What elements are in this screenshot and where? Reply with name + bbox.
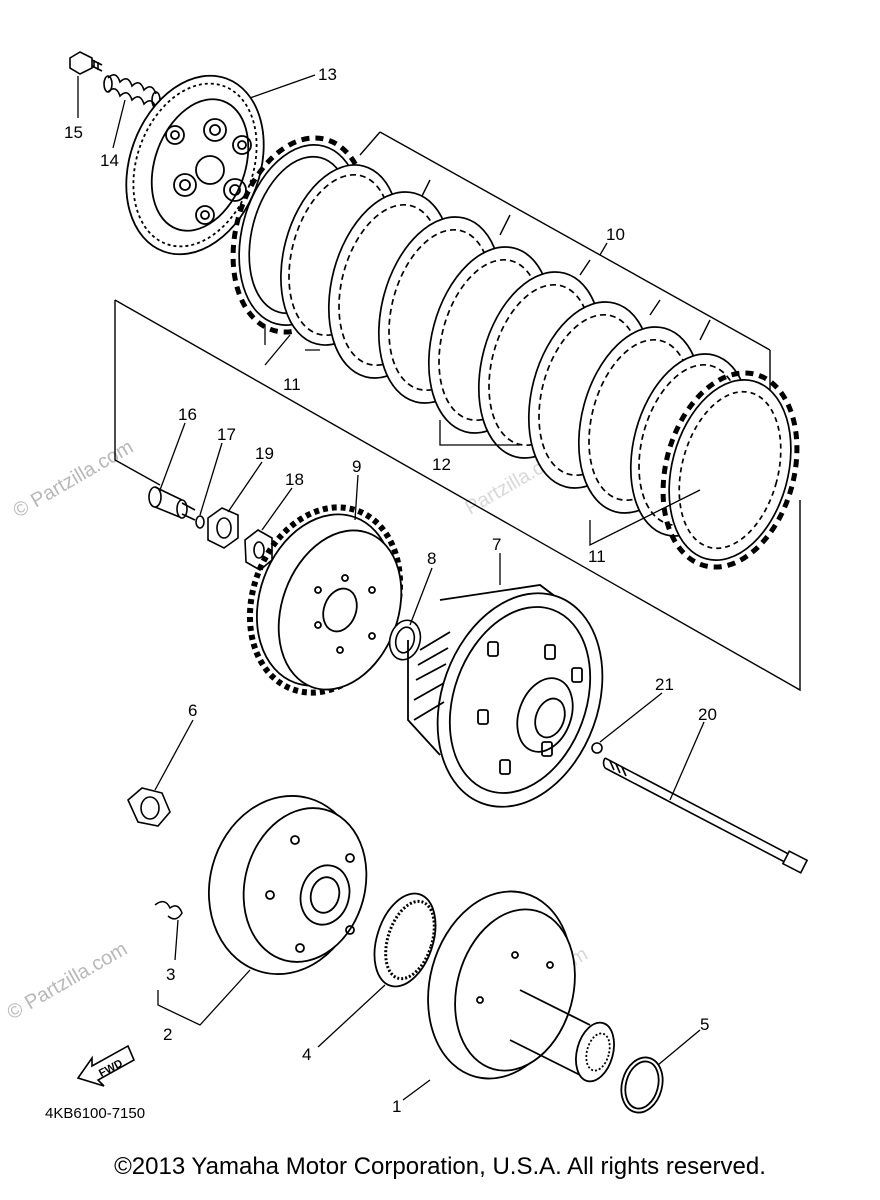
callout-2: 2: [163, 1025, 172, 1044]
callout-10: 10: [606, 225, 625, 244]
bolt-15: [69, 51, 103, 75]
callout-16: 16: [178, 405, 197, 424]
callout-17: 17: [217, 425, 236, 444]
callout-4: 4: [302, 1045, 311, 1064]
small-parts-16-19: [148, 486, 273, 571]
callout-20: 20: [698, 705, 717, 724]
leader-lines: [77, 74, 705, 1101]
callout-14: 14: [100, 151, 119, 170]
callout-11a: 11: [283, 375, 301, 394]
clutch-carrier-1: [427, 890, 615, 1083]
pressure-plate-13: [125, 74, 265, 256]
copyright-notice: ©2013 Yamaha Motor Corporation, U.S.A. A…: [114, 1153, 766, 1180]
callout-19: 19: [255, 444, 274, 463]
nut-6: [127, 787, 171, 827]
plate-stack-bracket: [114, 131, 801, 692]
callout-12: 12: [432, 455, 451, 474]
clutch-boss-9: [246, 504, 404, 696]
watermark-1: © Partzilla.com: [10, 436, 138, 522]
spring-14: [103, 74, 161, 109]
callout-11b: 11: [588, 547, 606, 566]
callout-8: 8: [427, 549, 436, 568]
bearing-4: [373, 892, 437, 988]
callout-3: 3: [166, 965, 175, 984]
watermark-3: © Partzilla.com: [4, 938, 132, 1024]
callout-7: 7: [492, 535, 501, 554]
callout-18: 18: [285, 470, 304, 489]
push-rod-20-21: [591, 742, 809, 874]
callout-15: 15: [64, 123, 83, 142]
callout-13: 13: [318, 65, 337, 84]
callout-9: 9: [352, 457, 361, 476]
primary-clutch-2: [208, 795, 368, 975]
lock-washer-8: [388, 619, 422, 661]
callout-6: 6: [188, 701, 197, 720]
fwd-arrow-icon: FWD: [76, 1044, 136, 1087]
callout-1: 1: [392, 1097, 401, 1116]
diagram-code: 4KB6100-7150: [45, 1105, 145, 1122]
clutch-housing-7: [407, 584, 604, 808]
callout-21: 21: [655, 675, 674, 694]
o-ring-5: [620, 1056, 664, 1114]
clutch-plates: [230, 135, 800, 570]
spring-3: [154, 900, 183, 920]
callout-labels: 13 15 14 10 11 16 17 19 18 12 9 7 8 11 1…: [64, 65, 717, 1116]
callout-5: 5: [700, 1015, 709, 1034]
